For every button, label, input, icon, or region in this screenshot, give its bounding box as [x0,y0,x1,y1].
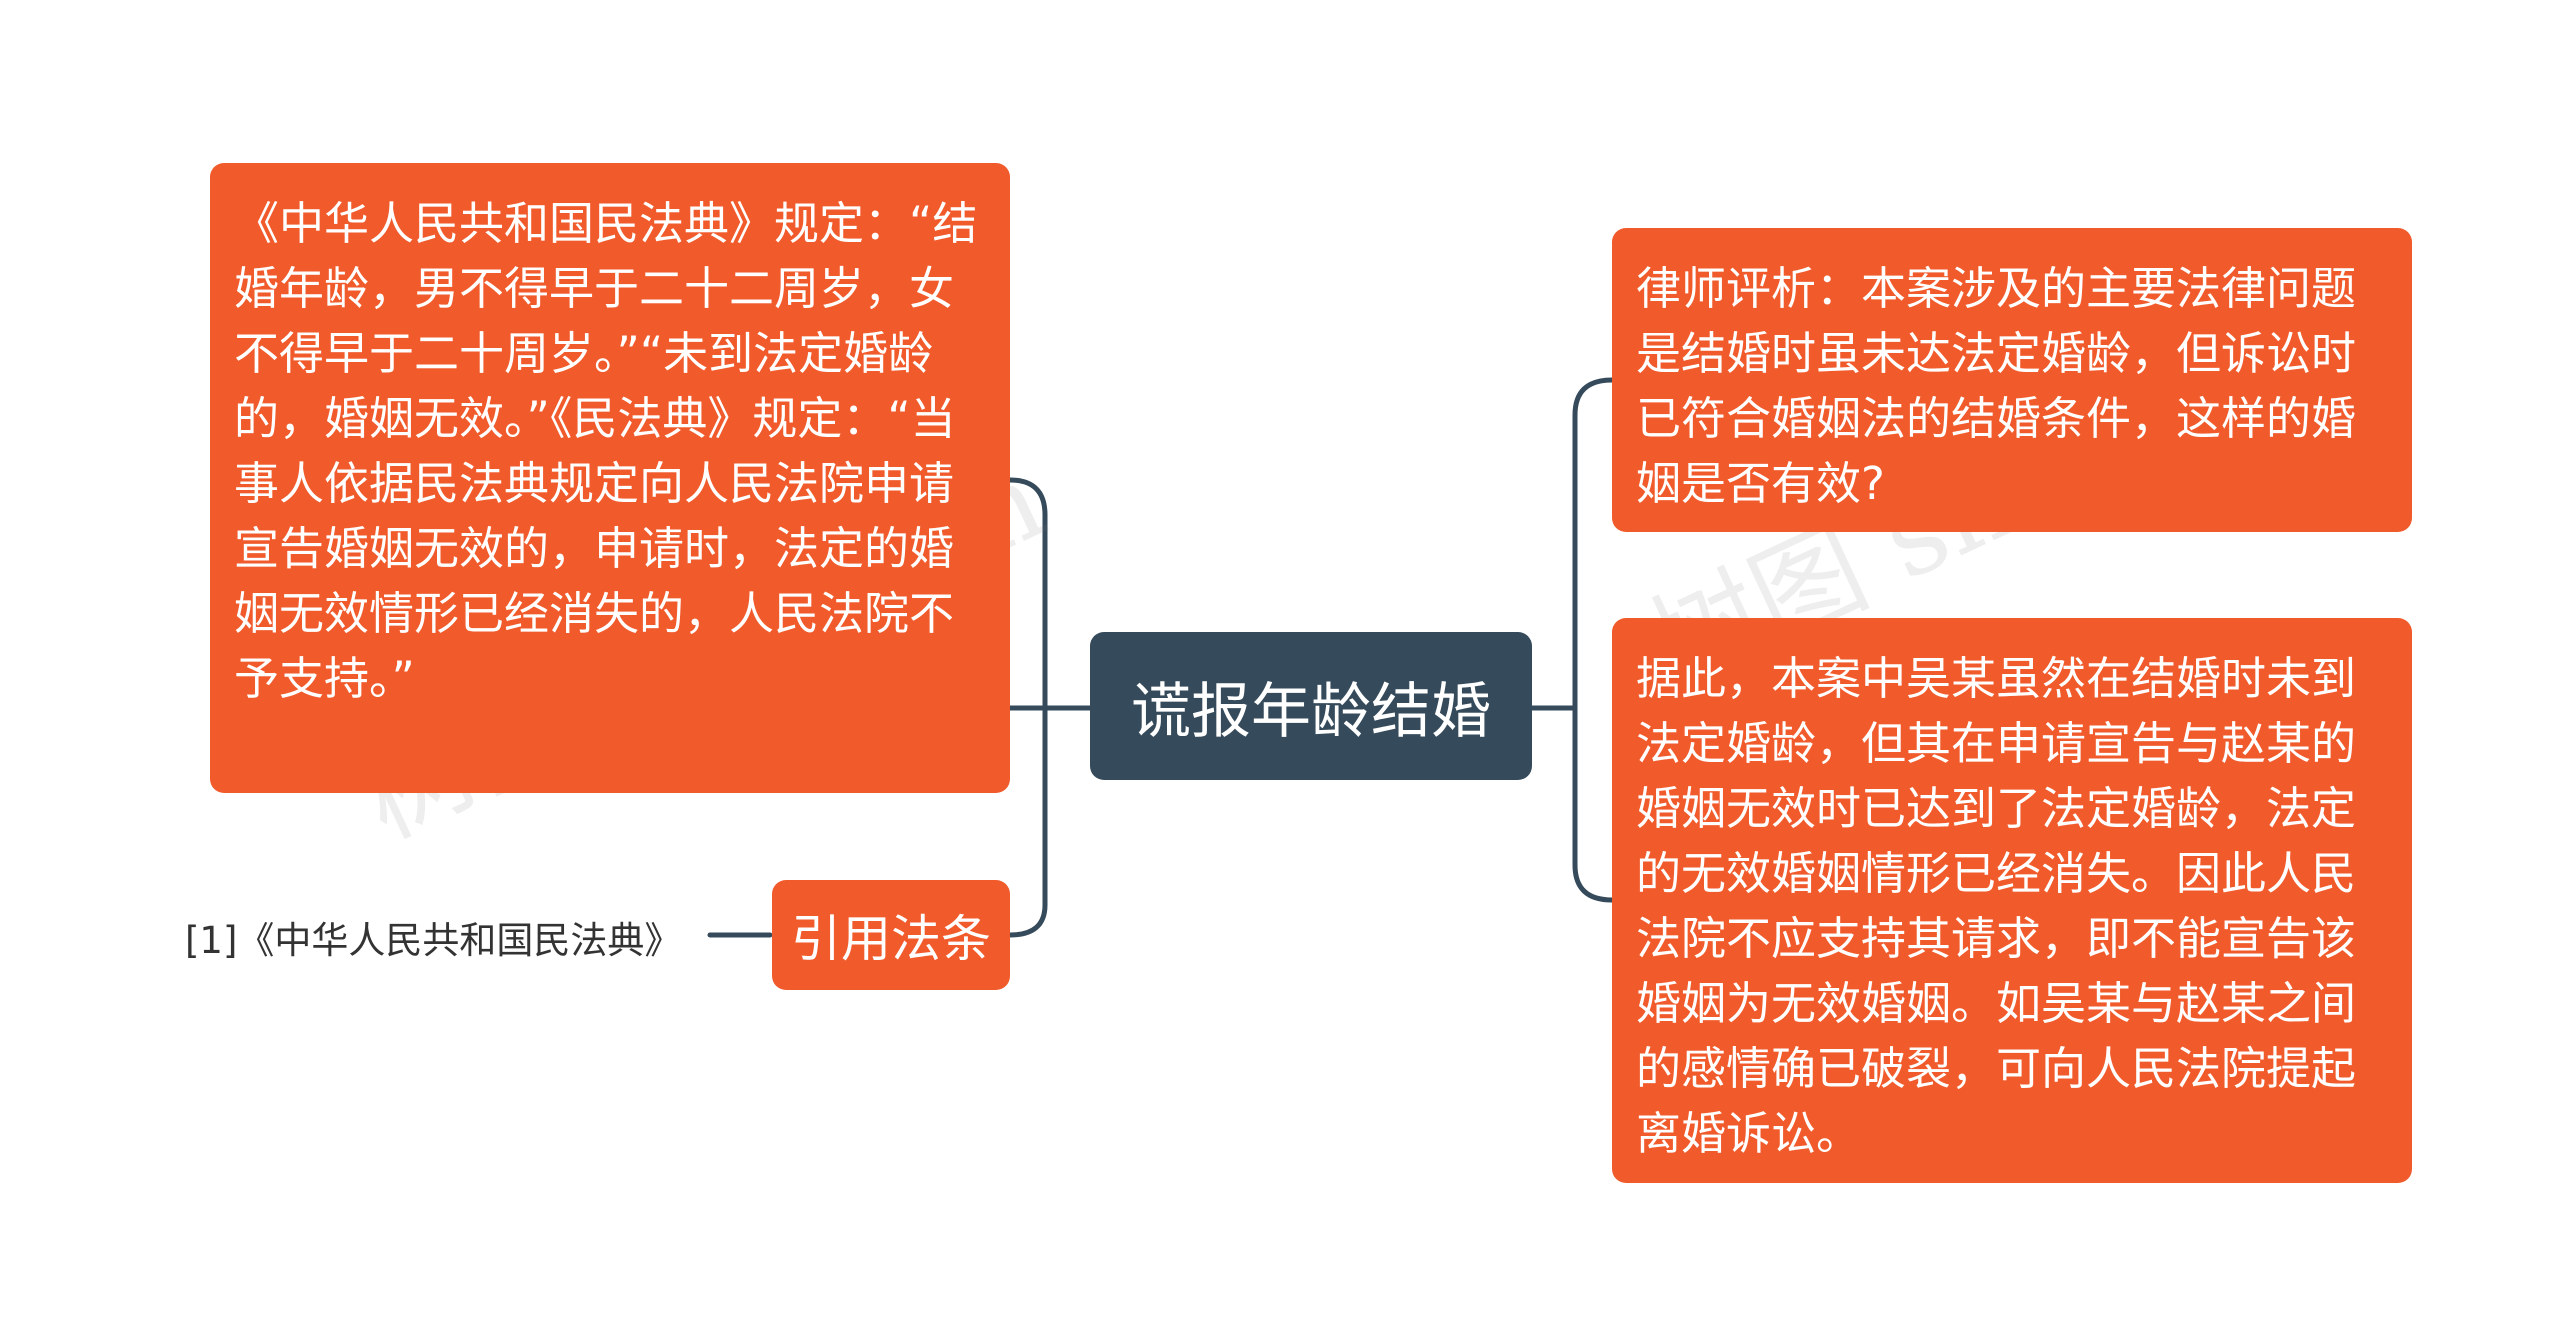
cited-law-node[interactable]: 引用法条 [772,880,1010,990]
connector-right-trunk [1572,377,1615,903]
central-topic-node[interactable]: 谎报年龄结婚 [1090,632,1532,780]
right-topic-text-conclusion: 据此，本案中吴某虽然在结婚时未到法定婚龄，但其在申请宣告与赵某的婚姻无效时已达到… [1636,652,2357,1160]
right-topic-node-conclusion[interactable]: 据此，本案中吴某虽然在结婚时未到法定婚龄，但其在申请宣告与赵某的婚姻无效时已达到… [1612,618,2412,1183]
law-reference-leaf[interactable]: [1]《中华人民共和国民法典》 [185,919,682,962]
left-topic-text: 《中华人民共和国民法典》规定：“结婚年龄，男不得早于二十二周岁，女不得早于二十周… [234,197,978,705]
right-topic-node-analysis[interactable]: 律师评析：本案涉及的主要法律问题是结婚时虽未达法定婚龄，但诉讼时已符合婚姻法的结… [1612,228,2412,532]
cited-law-label: 引用法条 [791,910,991,968]
left-topic-node[interactable]: 《中华人民共和国民法典》规定：“结婚年龄，男不得早于二十二周岁，女不得早于二十周… [210,163,1010,793]
central-topic-label: 谎报年龄结婚 [1131,676,1491,747]
right-topic-text-analysis: 律师评析：本案涉及的主要法律问题是结婚时虽未达法定婚龄，但诉讼时已符合婚姻法的结… [1636,262,2357,510]
